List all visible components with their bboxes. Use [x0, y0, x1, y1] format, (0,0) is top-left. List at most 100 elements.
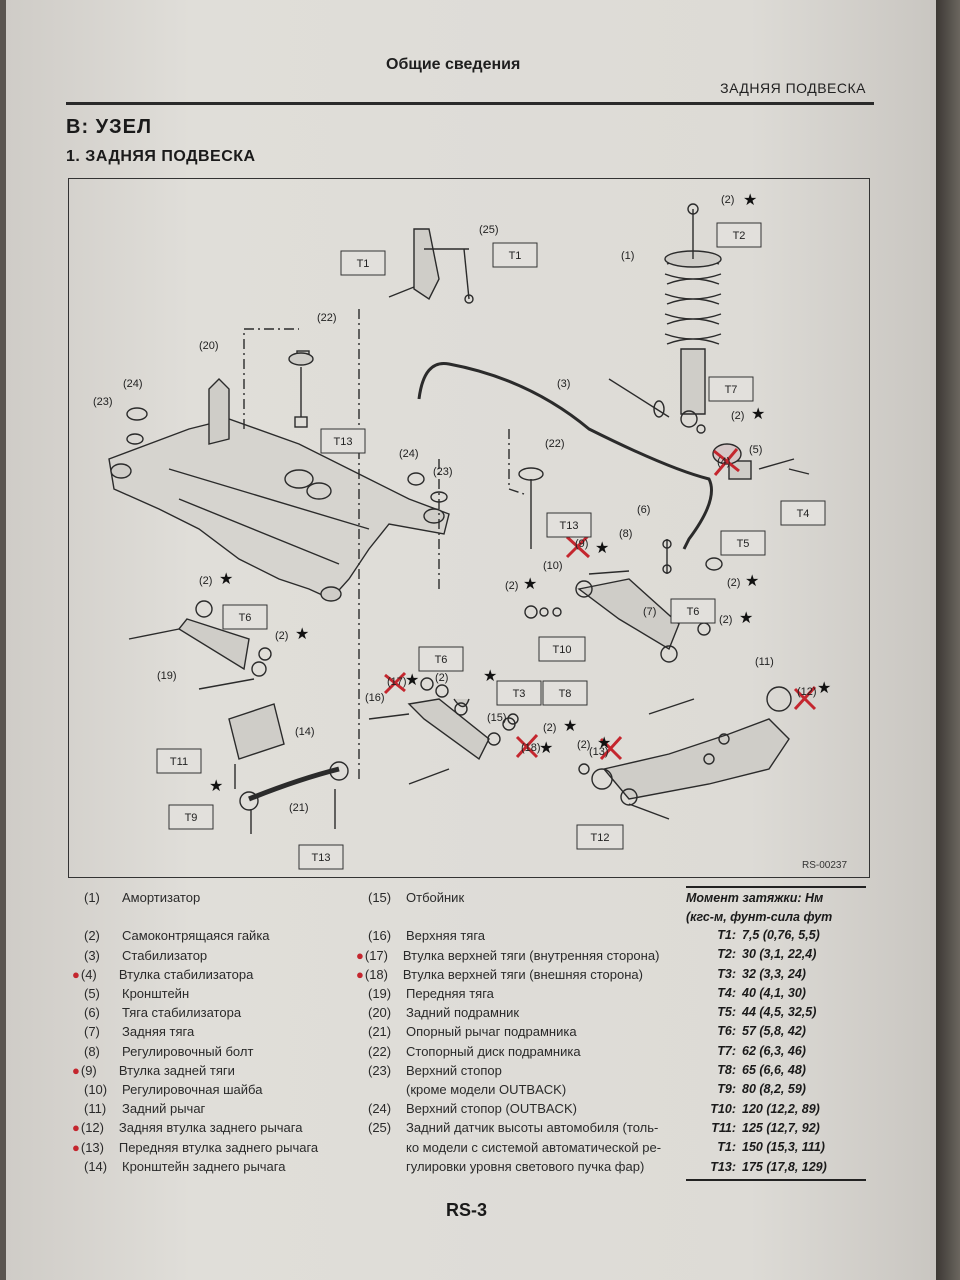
torque-title-2: (кгс-м, фунт-сила фут: [686, 910, 833, 924]
legend-item: (22)Стопорный диск подрамника: [368, 1043, 581, 1059]
legend-item: (7)Задняя тяга: [84, 1024, 195, 1040]
svg-text:T8: T8: [559, 688, 572, 700]
star-icon: ★: [745, 573, 759, 590]
torque-box-t13-b: T13: [546, 512, 592, 538]
callout-23-left: (23): [93, 396, 113, 408]
svg-text:T13: T13: [334, 436, 353, 448]
figure-id: RS-00237: [802, 860, 848, 871]
torque-box-t6-b: T6: [670, 598, 716, 624]
torque-box-t1-right: T1: [492, 242, 538, 268]
svg-text:T13: T13: [312, 852, 331, 864]
legend-spacer: [368, 907, 661, 926]
star-icon: ★: [743, 192, 757, 209]
torque-box-t1-left: T1: [340, 250, 386, 276]
torque-box-t2: T2: [716, 222, 762, 248]
red-dot-mark: ●: [72, 1139, 80, 1155]
star-icon: ★: [483, 668, 497, 685]
legend-item: гулировки уровня светового пучка фар): [406, 1158, 645, 1174]
legend-item: ●(12)Задняя втулка заднего рычага: [72, 1118, 318, 1137]
document-page: Общие сведения ЗАДНЯЯ ПОДВЕСКА B: УЗЕЛ 1…: [6, 0, 936, 1280]
legend-left: (1)Амортизатор (2)Самоконтрящаяся гайка …: [72, 888, 318, 1176]
legend-item: (23)Верхний стопор: [368, 1062, 502, 1078]
page-edge-shadow: [936, 0, 960, 1280]
heading-main: B: УЗЕЛ: [66, 116, 153, 138]
callout-7: (7): [643, 606, 656, 618]
callout-24-right: (24): [399, 448, 419, 460]
callout-2-t7: (2): [731, 410, 744, 422]
front-link-drawing: [128, 600, 272, 690]
callout-2-t5: (2): [727, 577, 740, 589]
red-dot-mark: ●: [72, 966, 80, 982]
torque-table-bottom-rule: [686, 1178, 866, 1181]
torque-row: T1:150 (15,3, 111): [717, 1140, 825, 1155]
star-icon: ★: [817, 680, 831, 697]
svg-text:T6: T6: [239, 612, 252, 624]
torque-box-t5: T5: [720, 530, 766, 556]
torque-row: T6:57 (5,8, 42): [717, 1024, 806, 1039]
callout-2-t6c: (2): [435, 672, 448, 684]
star-icon: ★: [219, 571, 233, 588]
callout-23-right: (23): [433, 466, 453, 478]
torque-row: T8:65 (6,6, 48): [717, 1063, 806, 1078]
torque-box-t3: T3: [496, 680, 542, 706]
torque-row: T2:30 (3,1, 22,4): [717, 947, 817, 962]
legend-item: (16)Верхняя тяга: [368, 928, 486, 944]
callout-2-front-link-b: (2): [275, 630, 288, 642]
legend-item: (2)Самоконтрящаяся гайка: [84, 928, 270, 944]
svg-text:T4: T4: [797, 508, 810, 520]
svg-text:T7: T7: [725, 384, 738, 396]
callout-11: (11): [755, 656, 774, 668]
svg-text:T11: T11: [170, 756, 188, 768]
page-header-title: Общие сведения: [386, 56, 521, 73]
legend-item: (14)Кронштейн заднего рычага: [84, 1158, 286, 1174]
torque-box-t10: T10: [538, 636, 586, 662]
torque-box-t6-c: T6: [418, 646, 464, 672]
svg-text:T9: T9: [185, 812, 198, 824]
star-icon: ★: [563, 718, 577, 735]
callout-10: (10): [543, 560, 563, 572]
svg-text:T2: T2: [733, 230, 746, 242]
callout-22-left: (22): [317, 312, 337, 324]
trailing-arm-drawing: [578, 468, 810, 820]
callout-2-rear-link: (2): [505, 580, 518, 592]
torque-box-t13-a: T13: [320, 428, 366, 454]
legend-item: (6)Тяга стабилизатора: [84, 1005, 242, 1021]
legend-item: (24)Верхний стопор (OUTBACK): [368, 1101, 577, 1117]
torque-row: T10:120 (12,2, 89): [710, 1101, 820, 1116]
callout-3: (3): [557, 378, 570, 390]
legend-item: (1)Амортизатор: [84, 890, 201, 905]
torque-row: T11:125 (12,7, 92): [711, 1120, 820, 1135]
torque-row: T4:40 (4,1, 30): [717, 985, 806, 1000]
legend-item: (8)Регулировочный болт: [84, 1043, 254, 1059]
star-icon: ★: [597, 735, 611, 752]
callout-14: (14): [295, 726, 315, 738]
red-dot-mark: ●: [72, 1120, 80, 1136]
header-rule: [66, 102, 874, 105]
hand-marks: [383, 448, 817, 761]
torque-row: T1:7,5 (0,76, 5,5): [717, 928, 820, 942]
rear-link-drawing: [524, 570, 711, 663]
star-icon: ★: [539, 740, 553, 757]
torque-box-t6-a: T6: [222, 604, 268, 630]
star-icon: ★: [295, 626, 309, 643]
callout-6: (6): [637, 504, 650, 516]
callout-2-top: (2): [721, 194, 734, 206]
svg-text:T6: T6: [435, 654, 448, 666]
torque-table: Момент затяжки: Нм (кгс-м, фунт-сила фут…: [686, 886, 866, 1181]
callout-22-right: (22): [545, 438, 565, 450]
callout-19: (19): [157, 670, 177, 682]
callout-12: (12): [797, 686, 817, 698]
heading-sub: 1. ЗАДНЯЯ ПОДВЕСКА: [66, 148, 256, 165]
torque-row: T9:80 (8,2, 59): [717, 1082, 806, 1097]
torque-row: T13:175 (17,8, 129): [710, 1159, 827, 1174]
callout-2-front-link: (2): [199, 575, 212, 587]
suspension-diagram: T1 T1 T2 T13 T7 T4 T13 T5 T6 T6 T10 T6 T…: [93, 192, 831, 870]
svg-text:T13: T13: [560, 520, 579, 532]
callout-8: (8): [619, 528, 632, 540]
legend-item: (25)Задний датчик высоты автомобиля (тол…: [368, 1120, 659, 1136]
red-dot-mark: ●: [356, 947, 364, 963]
svg-text:T10: T10: [553, 644, 572, 656]
torque-box-t9: T9: [168, 804, 214, 830]
section-label: ЗАДНЯЯ ПОДВЕСКА: [720, 80, 866, 96]
torque-box-t12: T12: [576, 824, 624, 850]
